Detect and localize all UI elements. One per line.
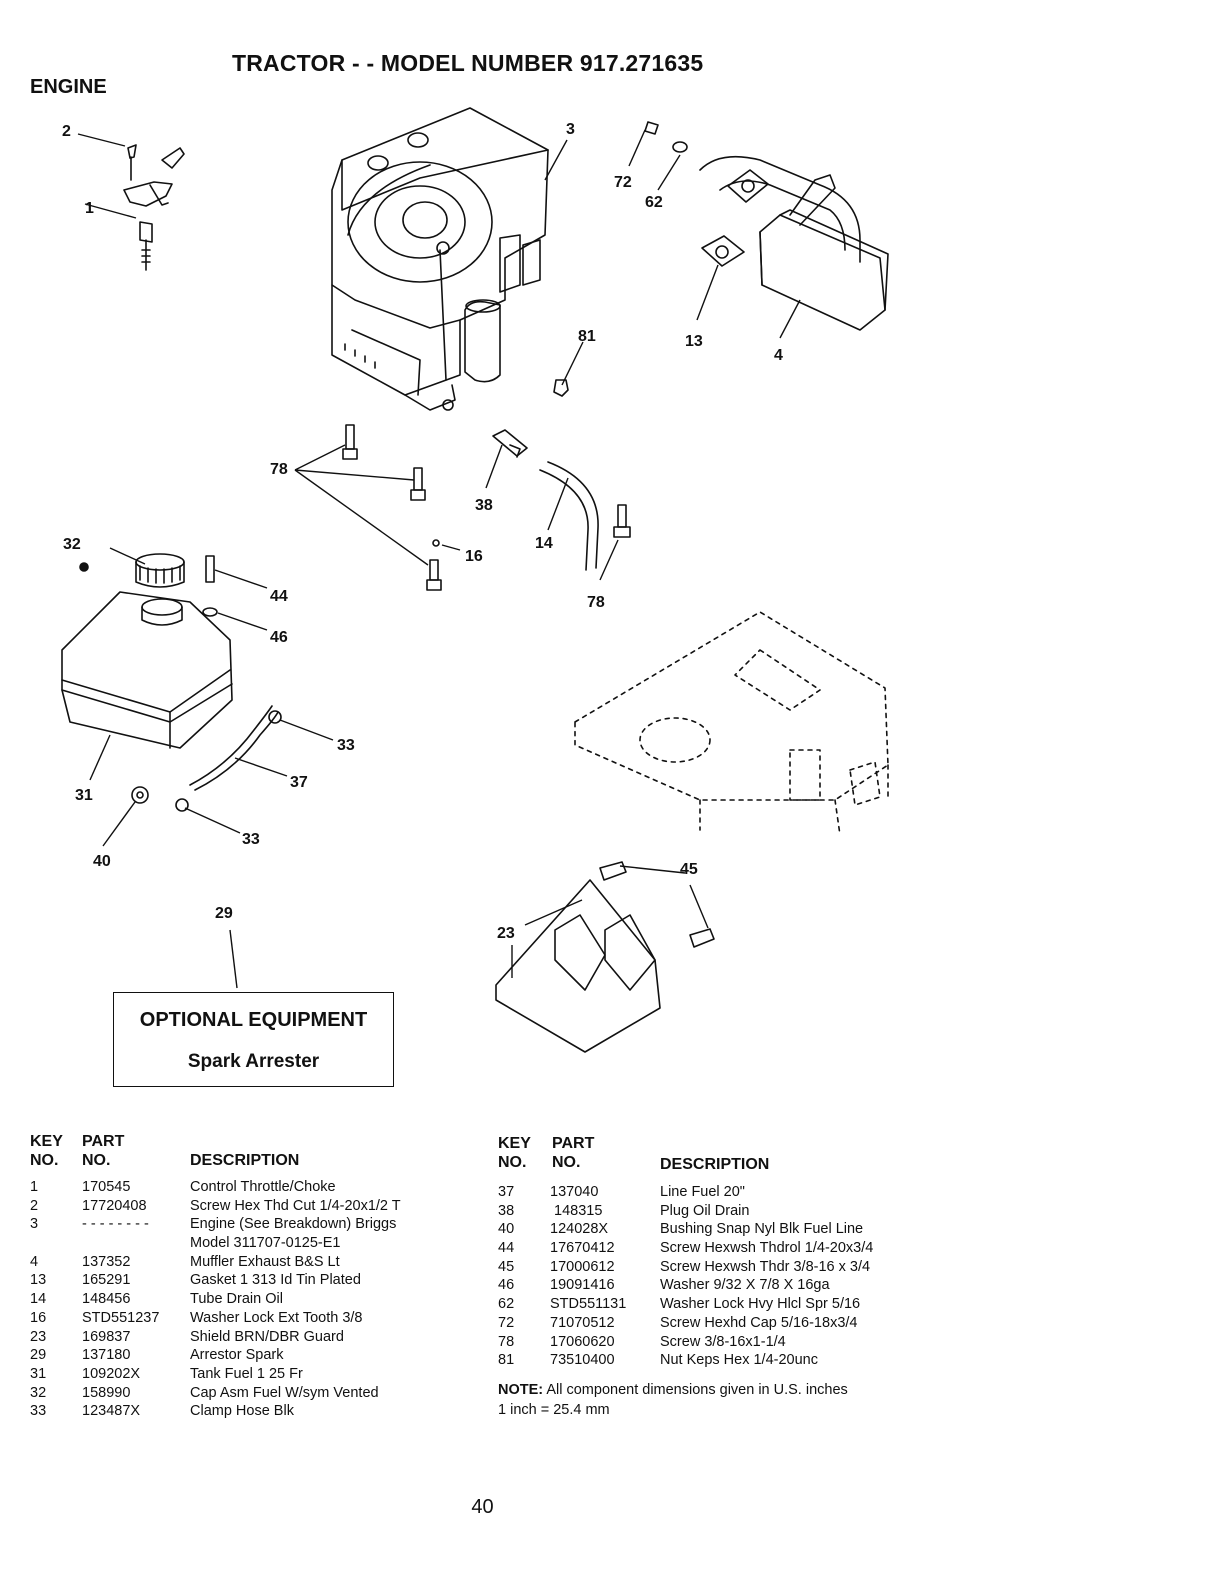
callout-62: 62 <box>645 194 663 211</box>
callout-33a: 33 <box>337 737 355 754</box>
header-part: PART <box>552 1135 595 1152</box>
callout-3: 3 <box>566 121 575 138</box>
muffler-drawing <box>644 121 889 331</box>
exploded-parts-diagram: 1 2 3 4 13 14 16 23 29 31 32 33 33 37 38… <box>61 107 889 1053</box>
callout-78b: 78 <box>587 594 605 611</box>
header-key-no: NO. <box>30 1152 59 1169</box>
table-row: 3- - - - - - - -Engine (See Breakdown) B… <box>30 1216 397 1233</box>
header-part-no: NO. <box>82 1152 111 1169</box>
callout-23: 23 <box>497 925 515 942</box>
note-label: NOTE: <box>498 1382 544 1398</box>
callout-4: 4 <box>774 347 783 364</box>
leader-lines <box>77 129 801 989</box>
callout-38: 38 <box>475 497 493 514</box>
callout-37: 37 <box>290 774 308 791</box>
callout-labels: 1 2 3 4 13 14 16 23 29 31 32 33 33 37 38… <box>62 121 783 942</box>
fuel-tank-drawing <box>61 553 282 812</box>
callout-33b: 33 <box>242 831 260 848</box>
callout-72: 72 <box>614 174 632 191</box>
header-part: PART <box>82 1133 125 1150</box>
table-row: Model 311707-0125-E1 <box>190 1235 341 1252</box>
page-title: TRACTOR - - MODEL NUMBER 917.271635 <box>232 50 704 76</box>
callout-46: 46 <box>270 629 288 646</box>
section-title: ENGINE <box>30 76 107 98</box>
optional-equipment-title: OPTIONAL EQUIPMENT <box>139 1009 368 1031</box>
callout-29: 29 <box>215 905 233 922</box>
header-part-no: NO. <box>552 1154 581 1171</box>
header-description: DESCRIPTION <box>660 1156 770 1173</box>
note-line-1: NOTE: All component dimensions given in … <box>498 1381 848 1400</box>
callout-81: 81 <box>578 328 596 345</box>
callout-31: 31 <box>75 787 93 804</box>
callout-2: 2 <box>62 123 71 140</box>
callout-14: 14 <box>535 535 553 552</box>
callout-44: 44 <box>270 588 288 605</box>
header-key: KEY <box>498 1135 531 1152</box>
header-description: DESCRIPTION <box>190 1152 300 1169</box>
callout-40: 40 <box>93 853 111 870</box>
frame-drawing <box>574 611 889 836</box>
throttle-control-drawing <box>123 144 185 271</box>
optional-equipment-subtitle: Spark Arrester <box>187 1051 320 1072</box>
optional-equipment-box: OPTIONAL EQUIPMENT Spark Arrester <box>113 992 394 1087</box>
callout-45: 45 <box>680 861 698 878</box>
shield-drawing <box>495 861 715 1053</box>
callout-16: 16 <box>465 548 483 565</box>
note-text: All component dimensions given in U.S. i… <box>546 1382 848 1398</box>
callout-1: 1 <box>85 200 94 217</box>
header-key: KEY <box>30 1133 63 1150</box>
header-key-no: NO. <box>498 1154 527 1171</box>
engine-drawing <box>331 107 549 411</box>
drain-tube-drawing <box>342 379 631 591</box>
callout-78a: 78 <box>270 461 288 478</box>
note-line-2: 1 inch = 25.4 mm <box>498 1402 610 1418</box>
page-number: 40 <box>471 1496 494 1518</box>
callout-13: 13 <box>685 333 703 350</box>
callout-32: 32 <box>63 536 81 553</box>
